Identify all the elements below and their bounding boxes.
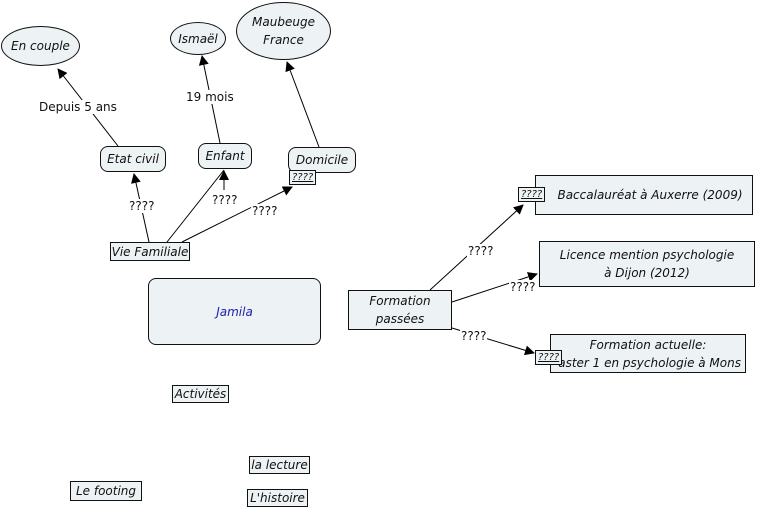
node-maubeuge[interactable]: Maubeuge France xyxy=(236,2,331,60)
node-licence[interactable]: Licence mention psychologie à Dijon (201… xyxy=(539,241,755,287)
node-formation-actuelle-line1: Formation actuelle: xyxy=(589,337,707,352)
domicile-tag[interactable]: ???? xyxy=(289,170,317,185)
node-ismael-label: Ismaël xyxy=(178,31,218,46)
link-label-fp-licence: ???? xyxy=(509,280,537,294)
formation-actuelle-tag[interactable]: ???? xyxy=(535,350,563,365)
node-l-histoire-label: L'histoire xyxy=(250,491,305,505)
node-activites[interactable]: Activités xyxy=(172,385,229,403)
node-root-label: Jamila xyxy=(216,304,253,319)
edge-vie-familiale-to-enfant xyxy=(166,169,225,243)
link-label-fp-actuelle: ???? xyxy=(460,329,488,343)
node-etat-civil[interactable]: Etat civil xyxy=(100,146,166,172)
node-vie-familiale[interactable]: Vie Familiale xyxy=(110,242,190,261)
baccalaureat-tag[interactable]: ???? xyxy=(518,187,546,202)
node-l-histoire[interactable]: L'histoire xyxy=(247,489,308,507)
node-baccalaureat[interactable]: Baccalauréat à Auxerre (2009) xyxy=(535,175,753,215)
node-domicile-label: Domicile xyxy=(295,153,349,167)
link-label-vf-etat: ???? xyxy=(128,199,156,213)
node-maubeuge-line2: France xyxy=(263,33,304,47)
node-le-footing[interactable]: Le footing xyxy=(70,481,142,501)
node-root-jamila[interactable]: Jamila xyxy=(148,278,321,345)
node-formation-passees-line2: passées xyxy=(375,312,425,326)
node-la-lecture[interactable]: la lecture xyxy=(249,456,310,474)
node-formation-passees-line1: Formation xyxy=(369,294,431,308)
link-label-fp-bac: ???? xyxy=(467,244,495,258)
node-maubeuge-line1: Maubeuge xyxy=(252,15,315,29)
link-label-vf-enfant: ???? xyxy=(211,193,239,207)
node-licence-line2: à Dijon (2012) xyxy=(604,266,690,280)
node-la-lecture-label: la lecture xyxy=(251,458,308,472)
edge-vie-familiale-to-domicile xyxy=(181,186,293,243)
node-ismael[interactable]: Ismaël xyxy=(170,22,226,55)
node-en-couple[interactable]: En couple xyxy=(1,26,80,66)
link-label-vf-domicile: ???? xyxy=(251,204,279,218)
node-enfant-label: Enfant xyxy=(205,149,245,163)
node-vie-familiale-label: Vie Familiale xyxy=(111,244,189,259)
node-etat-civil-label: Etat civil xyxy=(107,152,159,166)
node-formation-actuelle[interactable]: Formation actuelle: aster 1 en psycholog… xyxy=(550,334,746,373)
node-domicile[interactable]: Domicile xyxy=(288,147,356,173)
link-label-depuis: Depuis 5 ans xyxy=(38,100,118,114)
node-baccalaureat-label: Baccalauréat à Auxerre (2009) xyxy=(557,188,743,202)
node-le-footing-label: Le footing xyxy=(75,484,137,498)
link-label-mois: 19 mois xyxy=(185,90,235,104)
node-en-couple-label: En couple xyxy=(11,39,70,53)
node-licence-line1: Licence mention psychologie xyxy=(559,248,735,262)
node-formation-actuelle-line2: aster 1 en psychologie à Mons xyxy=(558,355,741,370)
node-activites-label: Activités xyxy=(174,387,227,401)
edge-domicile-to-maubeuge xyxy=(285,61,320,148)
edge-formation-to-licence xyxy=(451,272,538,303)
node-formation-passees[interactable]: Formation passées xyxy=(348,290,452,330)
node-enfant[interactable]: Enfant xyxy=(198,143,252,169)
